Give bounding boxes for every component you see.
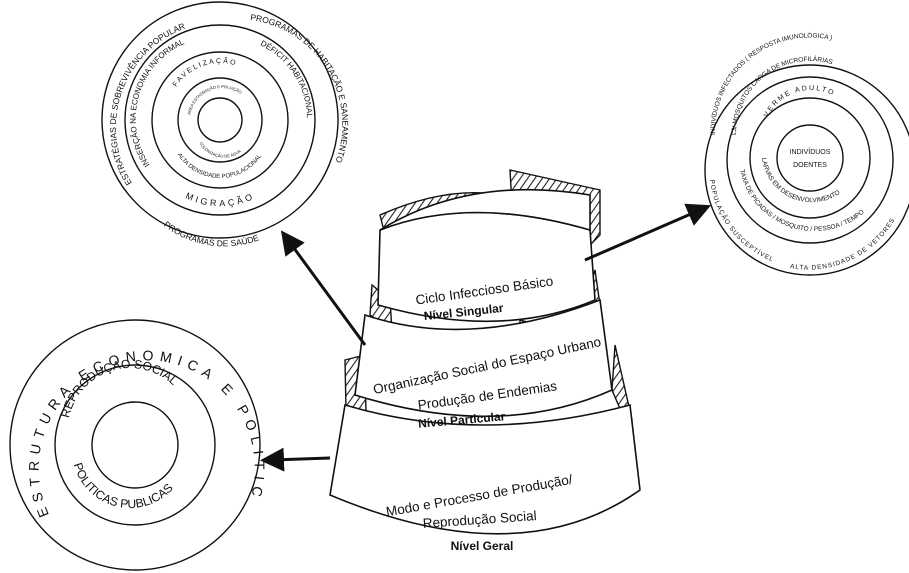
band-top-rim	[379, 188, 591, 232]
spiral-cone: Ciclo Infeccioso Básico Nível Singular O…	[329, 169, 641, 553]
arrow-to-structure-circle	[260, 447, 331, 472]
band-particular	[354, 298, 613, 418]
urban-space-circle: ESTRATÉGIAS DE SOBREVIVÊNCIA POPULAR PRO…	[101, 1, 350, 248]
infected-individuals-label: INDIVÍDUOS INFECTADOS ( RESPOSTA IMUNOLÓ…	[709, 31, 833, 136]
sick-individuals-line1: INDIVÍDUOS	[790, 147, 831, 156]
arrow-to-infection-circle	[584, 203, 712, 262]
arrow-to-urban-circle	[280, 230, 367, 346]
favelization-label: FAVELIZAÇÃO	[172, 56, 238, 88]
sick-individuals-line2: DOENTES	[793, 162, 827, 169]
water-colonization-label: COLONIZAÇÃO DE ÁGUA	[199, 141, 243, 159]
band-general	[329, 403, 641, 535]
infection-cycle-circle: INDIVÍDUOS INFECTADOS ( RESPOSTA IMUNOLÓ…	[704, 31, 909, 276]
general-level-label: Nível Geral	[451, 539, 514, 553]
stagnation-label: ÁREA ESTAGNAÇÃO E POLUIÇÃO	[186, 84, 242, 115]
structure-outer-label: ESTRUTURA ECONOMICA E POLITICA	[0, 0, 268, 520]
migration-label: MIGRAÇÃO	[184, 191, 256, 209]
health-programs-label: PROGRAMAS DE SAÚDE	[162, 219, 260, 248]
reproduction-social-label: REPRODUÇAO SOCIAL	[58, 357, 181, 419]
adult-worm-label: VERME ADULTO	[763, 85, 836, 119]
